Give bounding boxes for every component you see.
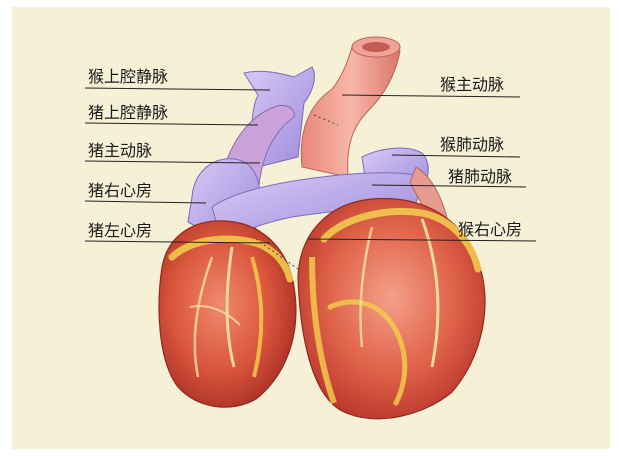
label-monkey-right-atrium: 猴右心房 xyxy=(458,221,522,239)
label-pig-superior-vena-cava: 猪上腔静脉 xyxy=(88,104,168,122)
label-monkey-superior-vena-cava: 猴上腔静脉 xyxy=(88,68,168,86)
label-pig-pulmonary-artery: 猪肺动脉 xyxy=(448,168,512,186)
label-monkey-aorta: 猴主动脉 xyxy=(440,76,504,94)
label-pig-left-atrium: 猪左心房 xyxy=(88,222,152,240)
label-monkey-pulmonary-artery: 猴肺动脉 xyxy=(440,136,504,154)
label-pig-right-atrium: 猪右心房 xyxy=(88,182,152,200)
label-pig-aorta: 猪主动脉 xyxy=(88,142,152,160)
heart-diagram-panel: 猴上腔静脉 猪上腔静脉 猪主动脉 猪右心房 猪左心房 猴主动脉 猴肺动脉 猪肺动… xyxy=(12,7,610,449)
